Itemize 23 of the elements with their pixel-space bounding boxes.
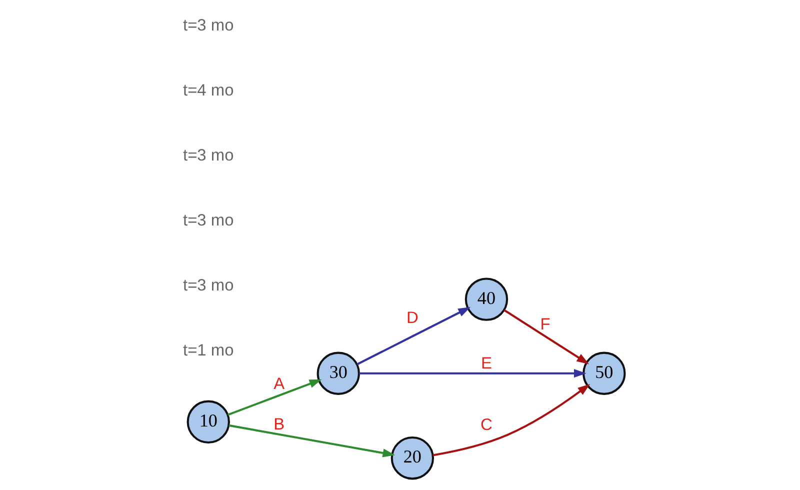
- node-circle: 10: [186, 400, 230, 444]
- node-circle: 50: [582, 352, 626, 395]
- label: t=3 mo: [182, 276, 234, 294]
- arrow: [432, 384, 590, 456]
- edge-label: F: [540, 316, 550, 334]
- label: t=4 mo: [182, 81, 234, 100]
- arrow: [228, 424, 395, 458]
- arrow: [358, 369, 586, 378]
- arrow: [227, 379, 322, 416]
- edge-label: E: [480, 354, 492, 372]
- node-circle: 40: [464, 278, 508, 321]
- label: t=3 mo: [182, 146, 234, 164]
- edge-label: B: [273, 415, 284, 434]
- label: t=1 mo: [182, 341, 234, 360]
- arrow: [503, 309, 589, 364]
- node-circle: 30: [316, 352, 360, 395]
- node-circle: 20: [390, 436, 434, 480]
- arrow: [356, 306, 470, 366]
- label: t=3 mo: [182, 211, 234, 230]
- edge-label: C: [480, 416, 492, 434]
- label: t=3 mo: [182, 16, 234, 34]
- edge-label: A: [273, 374, 284, 393]
- edge-label: D: [406, 309, 418, 328]
